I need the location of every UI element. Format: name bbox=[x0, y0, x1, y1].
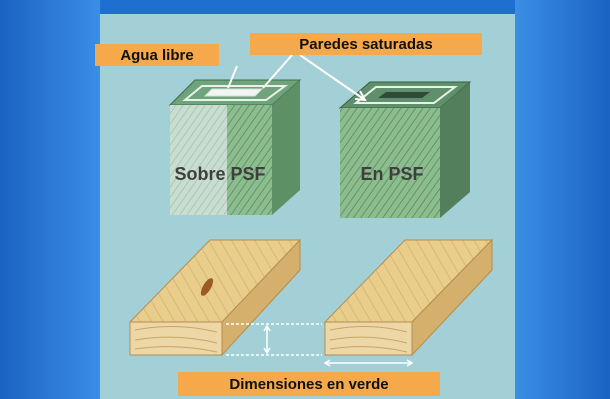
at-fsp-label: En PSF bbox=[360, 164, 423, 184]
board-left bbox=[128, 238, 302, 357]
background-left bbox=[0, 0, 100, 399]
green-dimensions-label: Dimensiones en verde bbox=[178, 372, 440, 396]
board-right bbox=[323, 238, 494, 357]
background-right bbox=[515, 0, 610, 399]
cube-above-fsp: Sobre PSF bbox=[168, 79, 302, 215]
dimension-markers bbox=[226, 323, 414, 367]
pointer-arrows bbox=[227, 54, 367, 102]
cube-at-fsp: En PSF bbox=[338, 81, 472, 218]
above-fsp-label: Sobre PSF bbox=[174, 164, 265, 184]
free-water-label: Agua libre bbox=[95, 44, 219, 66]
saturated-walls-label: Paredes saturadas bbox=[250, 33, 482, 55]
